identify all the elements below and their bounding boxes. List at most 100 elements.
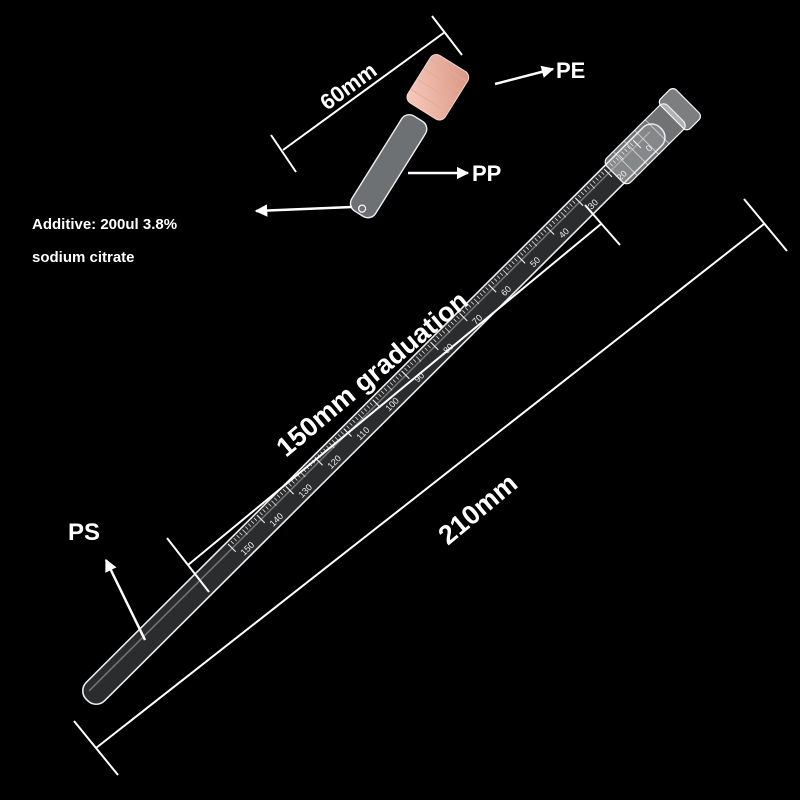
graduation-minor-tick (491, 281, 495, 285)
graduation-minor-tick (566, 206, 570, 210)
graduation-minor-tick (410, 362, 414, 366)
graduation-minor-tick (615, 157, 619, 161)
graduation-minor-tick (595, 177, 599, 181)
graduation-minor-tick (253, 517, 258, 522)
graduation-minor-tick (499, 272, 504, 276)
graduation-minor-tick (247, 523, 252, 527)
graduation-minor-tick (427, 344, 431, 349)
graduation-minor-tick (349, 422, 353, 426)
graduation-minor-tick (586, 186, 590, 190)
graduation-minor-tick (288, 483, 292, 487)
graduation-minor-tick (569, 203, 573, 207)
graduation-minor-tick (242, 529, 248, 535)
graduation-minor-tick (331, 439, 336, 444)
dimension-150mm (166, 204, 621, 593)
graduation-minor-tick (520, 252, 524, 256)
additive-label-line1: Additive: 200ul 3.8% (32, 216, 177, 233)
graduation-minor-tick (369, 402, 373, 406)
graduation-minor-tick (282, 488, 287, 493)
graduation-minor-tick (418, 353, 423, 357)
graduation-minor-tick (424, 347, 428, 351)
graduation-minor-tick (592, 180, 596, 184)
graduation-major-tick (603, 168, 613, 178)
graduation-minor-tick (233, 537, 237, 542)
graduation-minor-tick (265, 506, 269, 510)
graduation-minor-tick (583, 189, 587, 193)
graduation-minor-tick (355, 416, 359, 421)
graduation-minor-tick (250, 520, 255, 524)
graduation-minor-tick (514, 258, 518, 262)
graduation-minor-tick (453, 318, 457, 323)
graduation-minor-tick (612, 160, 616, 164)
graduation-minor-tick (274, 497, 278, 501)
graduation-major-tick (256, 514, 266, 524)
graduation-minor-tick (262, 509, 266, 513)
graduation-minor-tick (482, 289, 486, 294)
graduation-minor-tick (508, 263, 512, 268)
graduation-minor-tick (496, 275, 501, 279)
graduation-minor-tick (548, 223, 553, 227)
graduation-minor-tick (601, 171, 605, 175)
cap-assembly (349, 53, 470, 219)
graduation-minor-tick (485, 287, 489, 291)
graduation-minor-tick (534, 238, 538, 242)
graduation-major-tick (227, 543, 237, 553)
graduation-minor-tick (543, 229, 547, 233)
graduation-minor-tick (502, 269, 509, 276)
graduation-minor-tick (606, 165, 611, 170)
graduation-minor-tick (436, 336, 440, 340)
graduation-major-tick (632, 139, 642, 149)
graduation-minor-tick (358, 413, 364, 420)
graduation-minor-tick (366, 405, 370, 409)
graduation-minor-tick (479, 292, 483, 297)
graduation-minor-tick (395, 376, 399, 380)
dim-total-label: 210mm (433, 468, 524, 551)
graduation-minor-tick (470, 301, 475, 305)
graduation-minor-tick (465, 307, 469, 311)
graduation-minor-tick (389, 382, 394, 386)
graduation-minor-tick (441, 330, 446, 334)
graduation-minor-tick (476, 295, 480, 300)
graduation-minor-tick (577, 194, 582, 199)
graduation-minor-tick (404, 367, 408, 372)
graduation-minor-tick (531, 240, 538, 247)
dimension-60mm (270, 15, 463, 173)
graduation-minor-tick (540, 232, 544, 236)
graduation-minor-tick (447, 324, 451, 328)
graduation-minor-tick (407, 364, 411, 369)
graduation-minor-tick (259, 512, 263, 516)
graduation-minor-tick (421, 350, 425, 354)
graduation-major-tick (545, 226, 555, 235)
graduation-minor-tick (415, 356, 422, 362)
graduation-minor-tick (560, 212, 567, 218)
graduation-major-tick (574, 197, 584, 207)
additive-label-line2: sodium citrate (32, 249, 135, 266)
pe-label: PE (556, 58, 585, 83)
graduation-minor-tick (511, 261, 515, 265)
graduation-minor-tick (598, 174, 602, 178)
graduation-minor-tick (276, 494, 281, 498)
graduation-minor-tick (551, 220, 556, 225)
graduation-minor-tick (291, 480, 295, 484)
graduation-minor-tick (618, 154, 624, 160)
graduation-minor-tick (245, 526, 249, 530)
graduation-minor-tick (494, 278, 498, 282)
dim-graduation-label: 150mm graduation (271, 285, 474, 462)
graduation-minor-tick (239, 532, 243, 536)
graduation-minor-tick (392, 379, 397, 383)
cap-hole (358, 204, 367, 213)
graduation-minor-tick (279, 491, 284, 496)
graduation-major-tick (285, 485, 295, 495)
pp-label: PP (472, 161, 501, 186)
graduation-minor-tick (375, 396, 379, 400)
graduation-minor-tick (337, 434, 342, 438)
graduation-minor-tick (563, 209, 567, 213)
graduation-minor-tick (346, 425, 350, 429)
graduation-minor-tick (230, 540, 234, 545)
graduation-minor-tick (621, 151, 625, 155)
arrow-ps (104, 558, 147, 641)
graduation-minor-tick (381, 390, 385, 395)
graduation-minor-tick (580, 191, 585, 196)
